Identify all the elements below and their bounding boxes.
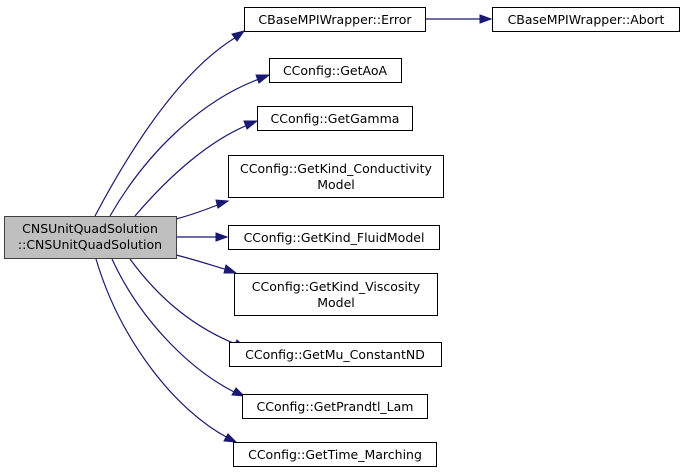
node-getprandtl[interactable]: CConfig::GetPrandtl_Lam — [242, 394, 428, 419]
node-getkindvisc-line-1: CConfig::GetKind_Viscosity — [252, 279, 421, 294]
arrowhead-getkindvisc — [223, 264, 238, 274]
node-getkindcond[interactable]: CConfig::GetKind_Conductivity Model — [228, 155, 444, 198]
edge-root-to-gettime — [95, 258, 229, 439]
node-getprandtl-label: CConfig::GetPrandtl_Lam — [257, 399, 414, 414]
arrowhead-getkindcond — [215, 199, 230, 209]
node-root-line-2: ::CNSUnitQuadSolution — [18, 237, 162, 252]
node-root[interactable]: CNSUnitQuadSolution ::CNSUnitQuadSolutio… — [4, 216, 177, 259]
node-getgamma-label: CConfig::GetGamma — [271, 111, 400, 126]
edge-root-to-getmu — [129, 258, 239, 346]
node-getmu-label: CConfig::GetMu_ConstantND — [245, 347, 425, 362]
arrowhead-abort — [479, 14, 493, 24]
node-getkindcond-line-2: Model — [317, 177, 355, 192]
edge-root-to-getkindcond — [175, 203, 221, 220]
node-abort[interactable]: CBaseMPIWrapper::Abort — [492, 7, 680, 32]
node-getgamma[interactable]: CConfig::GetGamma — [257, 106, 413, 131]
arrowhead-getgamma — [243, 120, 259, 130]
edge-root-to-getkindvisc — [175, 254, 229, 271]
node-getkindcond-line-1: CConfig::GetKind_Conductivity — [240, 161, 432, 176]
node-getmu[interactable]: CConfig::GetMu_ConstantND — [229, 342, 442, 367]
edges-layer — [94, 14, 493, 443]
edge-root-to-error — [94, 35, 239, 217]
node-getkindfluid[interactable]: CConfig::GetKind_FluidModel — [228, 225, 440, 250]
node-error-label: CBaseMPIWrapper::Error — [258, 12, 412, 27]
arrowhead-getaoa — [255, 74, 271, 84]
node-gettime-label: CConfig::GetTime_Marching — [248, 447, 422, 462]
edge-root-to-getgamma — [134, 123, 251, 217]
arrowhead-gettime — [223, 433, 238, 443]
node-getaoa-label: CConfig::GetAoA — [283, 63, 388, 78]
nodes-layer: CNSUnitQuadSolution ::CNSUnitQuadSolutio… — [4, 7, 680, 467]
node-gettime[interactable]: CConfig::GetTime_Marching — [233, 442, 437, 467]
node-getkindfluid-label: CConfig::GetKind_FluidModel — [244, 230, 425, 245]
edge-root-to-getprandtl — [111, 258, 237, 394]
node-error[interactable]: CBaseMPIWrapper::Error — [244, 7, 426, 32]
node-getkindvisc[interactable]: CConfig::GetKind_Viscosity Model — [234, 273, 438, 316]
arrowhead-getkindfluid — [215, 232, 229, 242]
arrowhead-getprandtl — [231, 387, 246, 397]
node-root-line-1: CNSUnitQuadSolution — [22, 221, 158, 236]
node-getaoa[interactable]: CConfig::GetAoA — [269, 58, 402, 83]
edge-root-to-getaoa — [109, 77, 263, 217]
arrowhead-error — [231, 30, 246, 42]
node-getkindvisc-line-2: Model — [317, 295, 355, 310]
node-abort-label: CBaseMPIWrapper::Abort — [508, 12, 665, 27]
